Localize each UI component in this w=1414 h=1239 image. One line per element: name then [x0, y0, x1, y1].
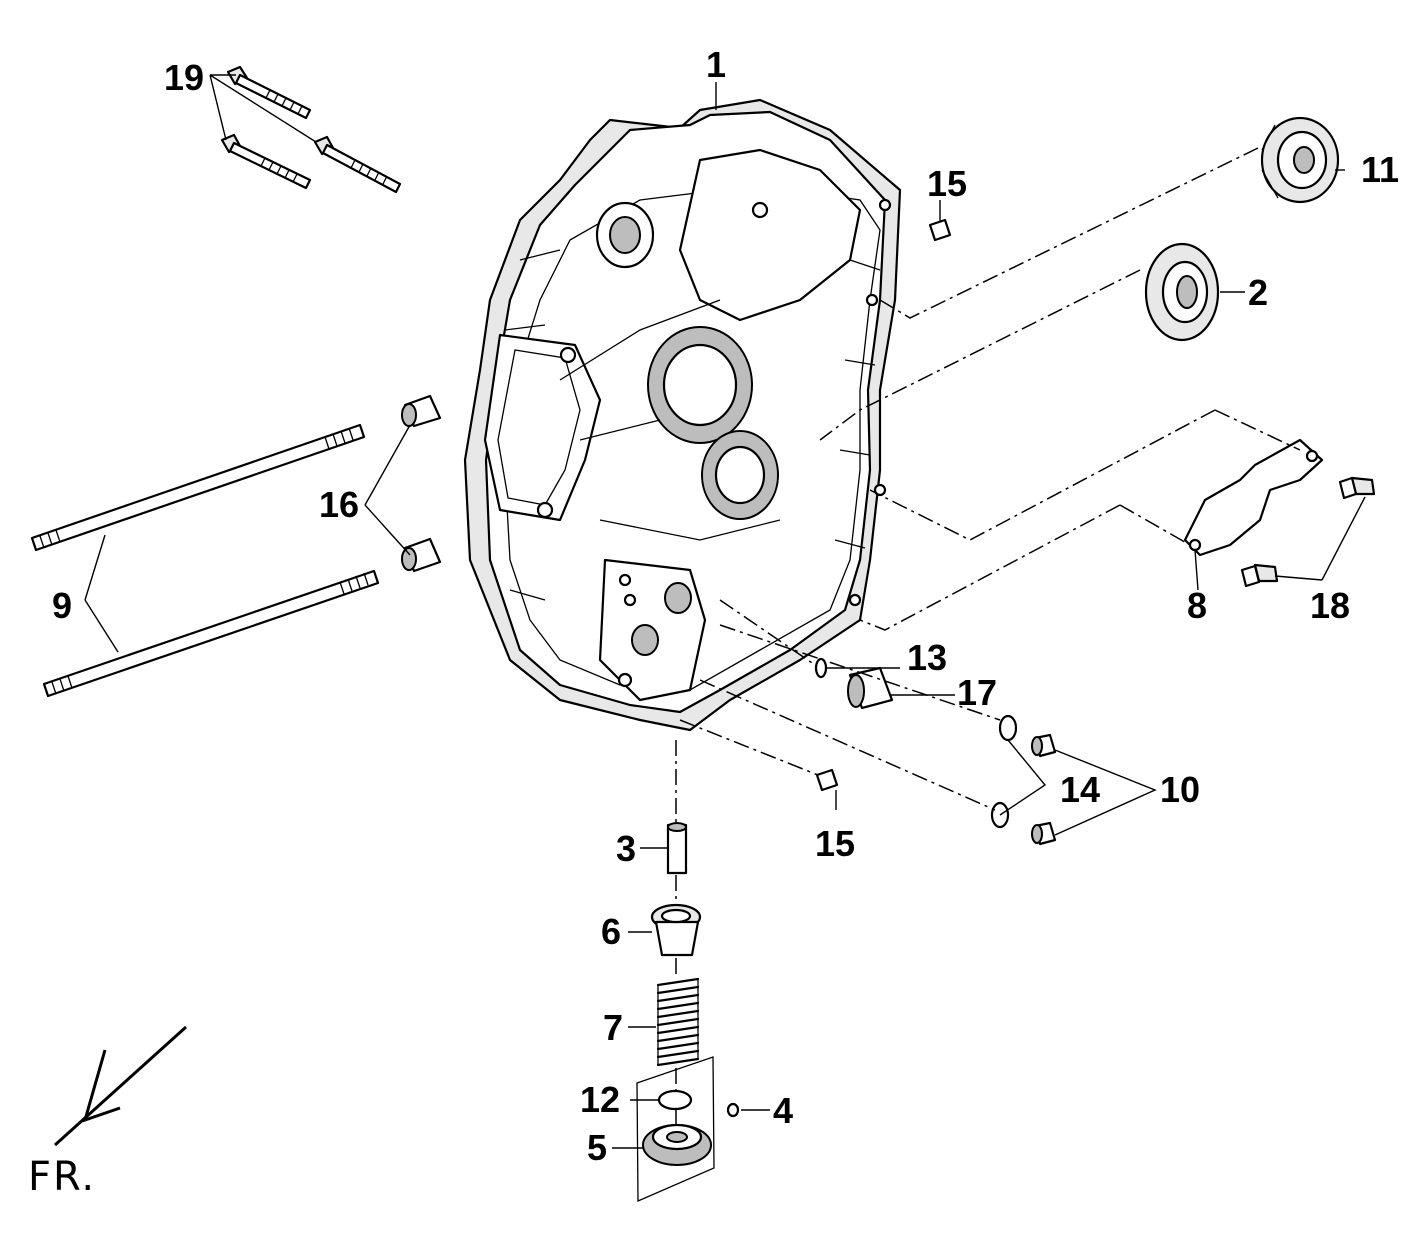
callout-10: 10 [1160, 769, 1200, 810]
callout-8: 8 [1187, 585, 1207, 626]
subassembly-frame [636, 1056, 715, 1202]
callout-9: 9 [52, 585, 72, 626]
setting-plate-8 [1183, 438, 1324, 557]
bolt-18-b [1240, 563, 1279, 588]
pin-15-upper [928, 218, 952, 242]
callout-19: 19 [164, 57, 204, 98]
bushing-16-lower [401, 537, 442, 573]
bearing-11 [1260, 116, 1340, 204]
o-ring-14-upper [998, 714, 1018, 742]
pipe-3 [666, 822, 688, 875]
bolt-19-a [226, 65, 312, 120]
crankcase-half [463, 98, 902, 732]
callout-7: 7 [603, 1007, 623, 1048]
callout-2: 2 [1248, 272, 1268, 313]
callout-15-lower: 15 [815, 823, 855, 864]
callout-12: 12 [580, 1079, 620, 1120]
front-label: FR. [28, 1154, 96, 1200]
cap-6 [650, 903, 702, 957]
stud-9-upper [30, 423, 366, 552]
oil-seal-2 [1144, 242, 1220, 342]
callout-3: 3 [616, 828, 636, 869]
callout-17: 17 [957, 672, 997, 713]
callout-6: 6 [601, 911, 621, 952]
dowel-10-upper [1031, 733, 1057, 758]
callout-11: 11 [1361, 149, 1399, 190]
bushing-16-upper [401, 394, 442, 428]
callout-4: 4 [773, 1090, 793, 1131]
bolt-19-b [220, 133, 312, 190]
callout-13: 13 [907, 637, 947, 678]
stud-9-lower [42, 569, 380, 698]
ball-4 [726, 1102, 740, 1118]
front-direction-indicator: FR. [28, 1025, 188, 1200]
oring-12 [657, 1089, 693, 1111]
callout-18: 18 [1310, 585, 1350, 626]
callout-5: 5 [587, 1127, 607, 1168]
bolt-18-a [1338, 476, 1376, 500]
spring-7 [656, 977, 700, 1067]
callouts: 1 2 3 4 5 6 7 8 9 10 11 12 13 14 15 15 1… [52, 44, 1399, 1168]
pin-15-lower [815, 768, 839, 792]
plug-5 [642, 1123, 712, 1166]
assembly-lines [675, 147, 1301, 1130]
callout-16: 16 [319, 484, 359, 525]
callout-15-upper: 15 [927, 163, 967, 204]
callout-14: 14 [1060, 769, 1100, 810]
o-ring-13 [814, 657, 828, 679]
leader-lines [84, 74, 1366, 1149]
bolt-19-c [313, 135, 402, 194]
collar-17 [847, 666, 894, 710]
callout-1: 1 [706, 44, 726, 85]
dowel-10-lower [1031, 821, 1057, 846]
